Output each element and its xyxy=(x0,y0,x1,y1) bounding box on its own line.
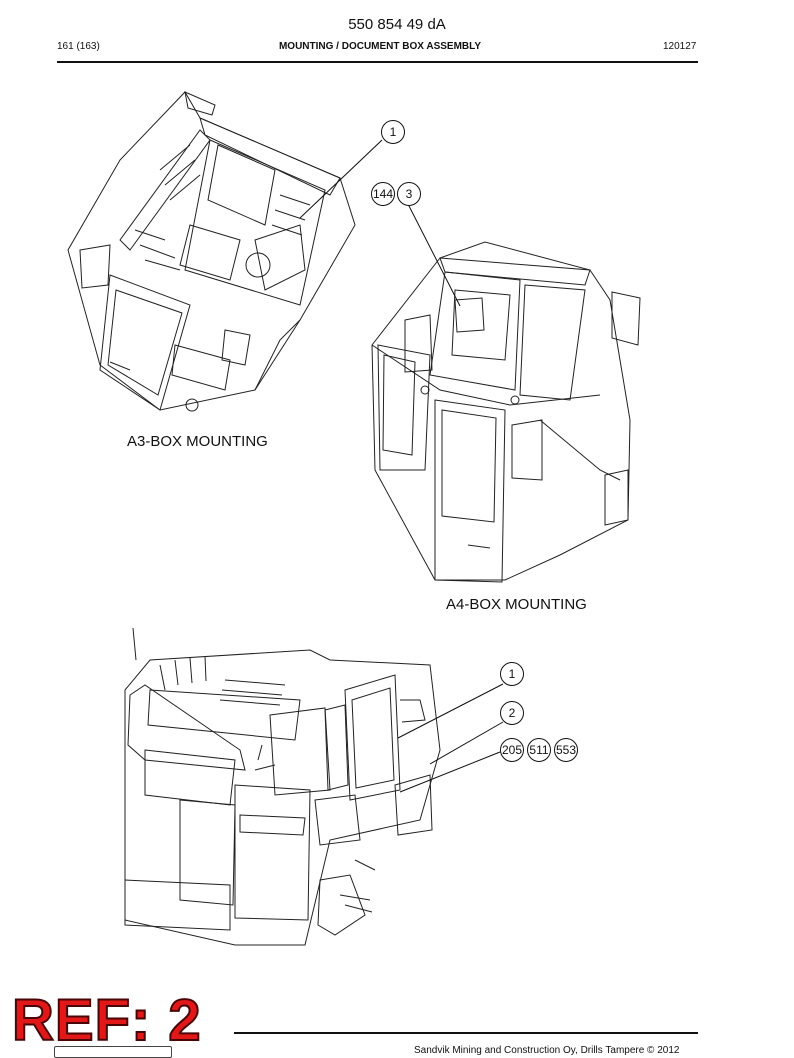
callout-553: 553 xyxy=(554,738,578,762)
a4-cab-drawing xyxy=(371,241,641,583)
callout-1-bottom: 1 xyxy=(500,662,524,686)
callout-3: 3 xyxy=(397,182,421,206)
control-panel-drawing xyxy=(124,627,441,946)
document-number: 550 854 49 dA xyxy=(348,16,446,33)
page-title: MOUNTING / DOCUMENT BOX ASSEMBLY xyxy=(278,41,482,52)
callout-144: 144 xyxy=(371,182,395,206)
callout-205: 205 xyxy=(500,738,524,762)
a3-cab-drawing xyxy=(67,91,356,412)
header-rule xyxy=(57,61,698,63)
callout-1-top: 1 xyxy=(381,120,405,144)
ref-stamp: REF: 2 xyxy=(11,987,202,1054)
page-number: 161 (163) xyxy=(57,41,100,52)
footer-copyright: Sandvik Mining and Construction Oy, Dril… xyxy=(414,1045,680,1056)
footer-rule xyxy=(234,1032,698,1034)
callout-511: 511 xyxy=(527,738,551,762)
caption-a4-box-mounting: A4-BOX MOUNTING xyxy=(446,596,587,613)
revision-code: 120127 xyxy=(663,41,697,52)
callout-2: 2 xyxy=(500,701,524,725)
leader-lines xyxy=(299,139,504,793)
caption-a3-box-mounting: A3-BOX MOUNTING xyxy=(127,433,268,450)
